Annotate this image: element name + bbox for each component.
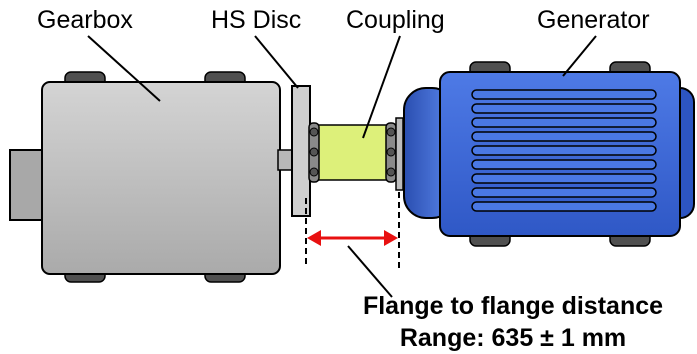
generator-flange xyxy=(395,117,404,191)
leader-lines xyxy=(87,35,597,298)
generator-ribs xyxy=(471,89,657,212)
annotation-range: Range: 635 ± 1 mm xyxy=(399,324,627,352)
label-gearbox: Gearbox xyxy=(37,6,133,34)
annotation-distance: Flange to flange distance xyxy=(362,292,664,320)
gearbox-body xyxy=(41,81,281,275)
coupling xyxy=(308,122,397,183)
hs-disc xyxy=(291,85,311,217)
distance-arrow xyxy=(307,230,398,246)
label-generator: Generator xyxy=(537,6,650,34)
label-hs-disc: HS Disc xyxy=(211,6,302,34)
gearbox-input-stub xyxy=(9,149,45,221)
label-coupling: Coupling xyxy=(346,6,445,34)
